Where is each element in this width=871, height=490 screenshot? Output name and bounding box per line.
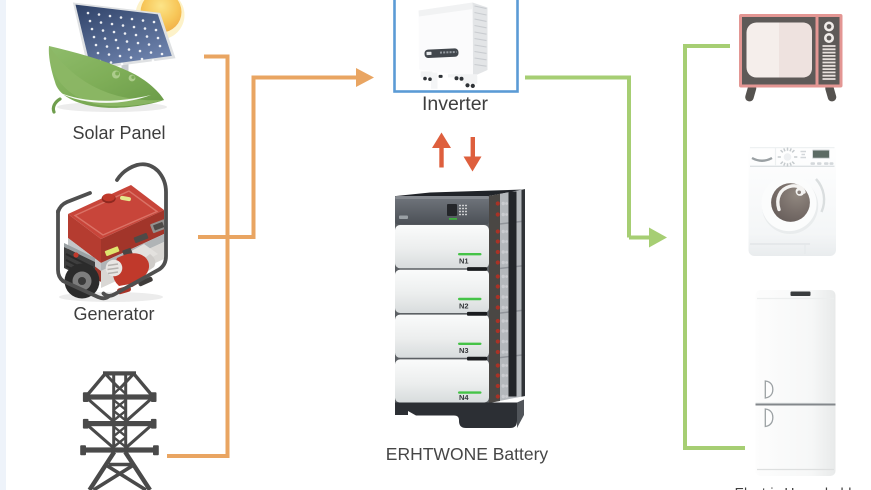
svg-text:N4: N4 [459,393,469,402]
svg-text:Inverter: Inverter [422,93,489,115]
svg-text:N3: N3 [459,346,469,355]
svg-text:ERHTWONE Battery: ERHTWONE Battery [386,444,549,464]
svg-text:N2: N2 [459,301,469,310]
svg-text:Solar Panel: Solar Panel [72,123,165,143]
svg-text:N1: N1 [459,257,469,266]
svg-text:Generator: Generator [73,304,154,324]
svg-text:Electric Household: Electric Household [735,485,852,490]
